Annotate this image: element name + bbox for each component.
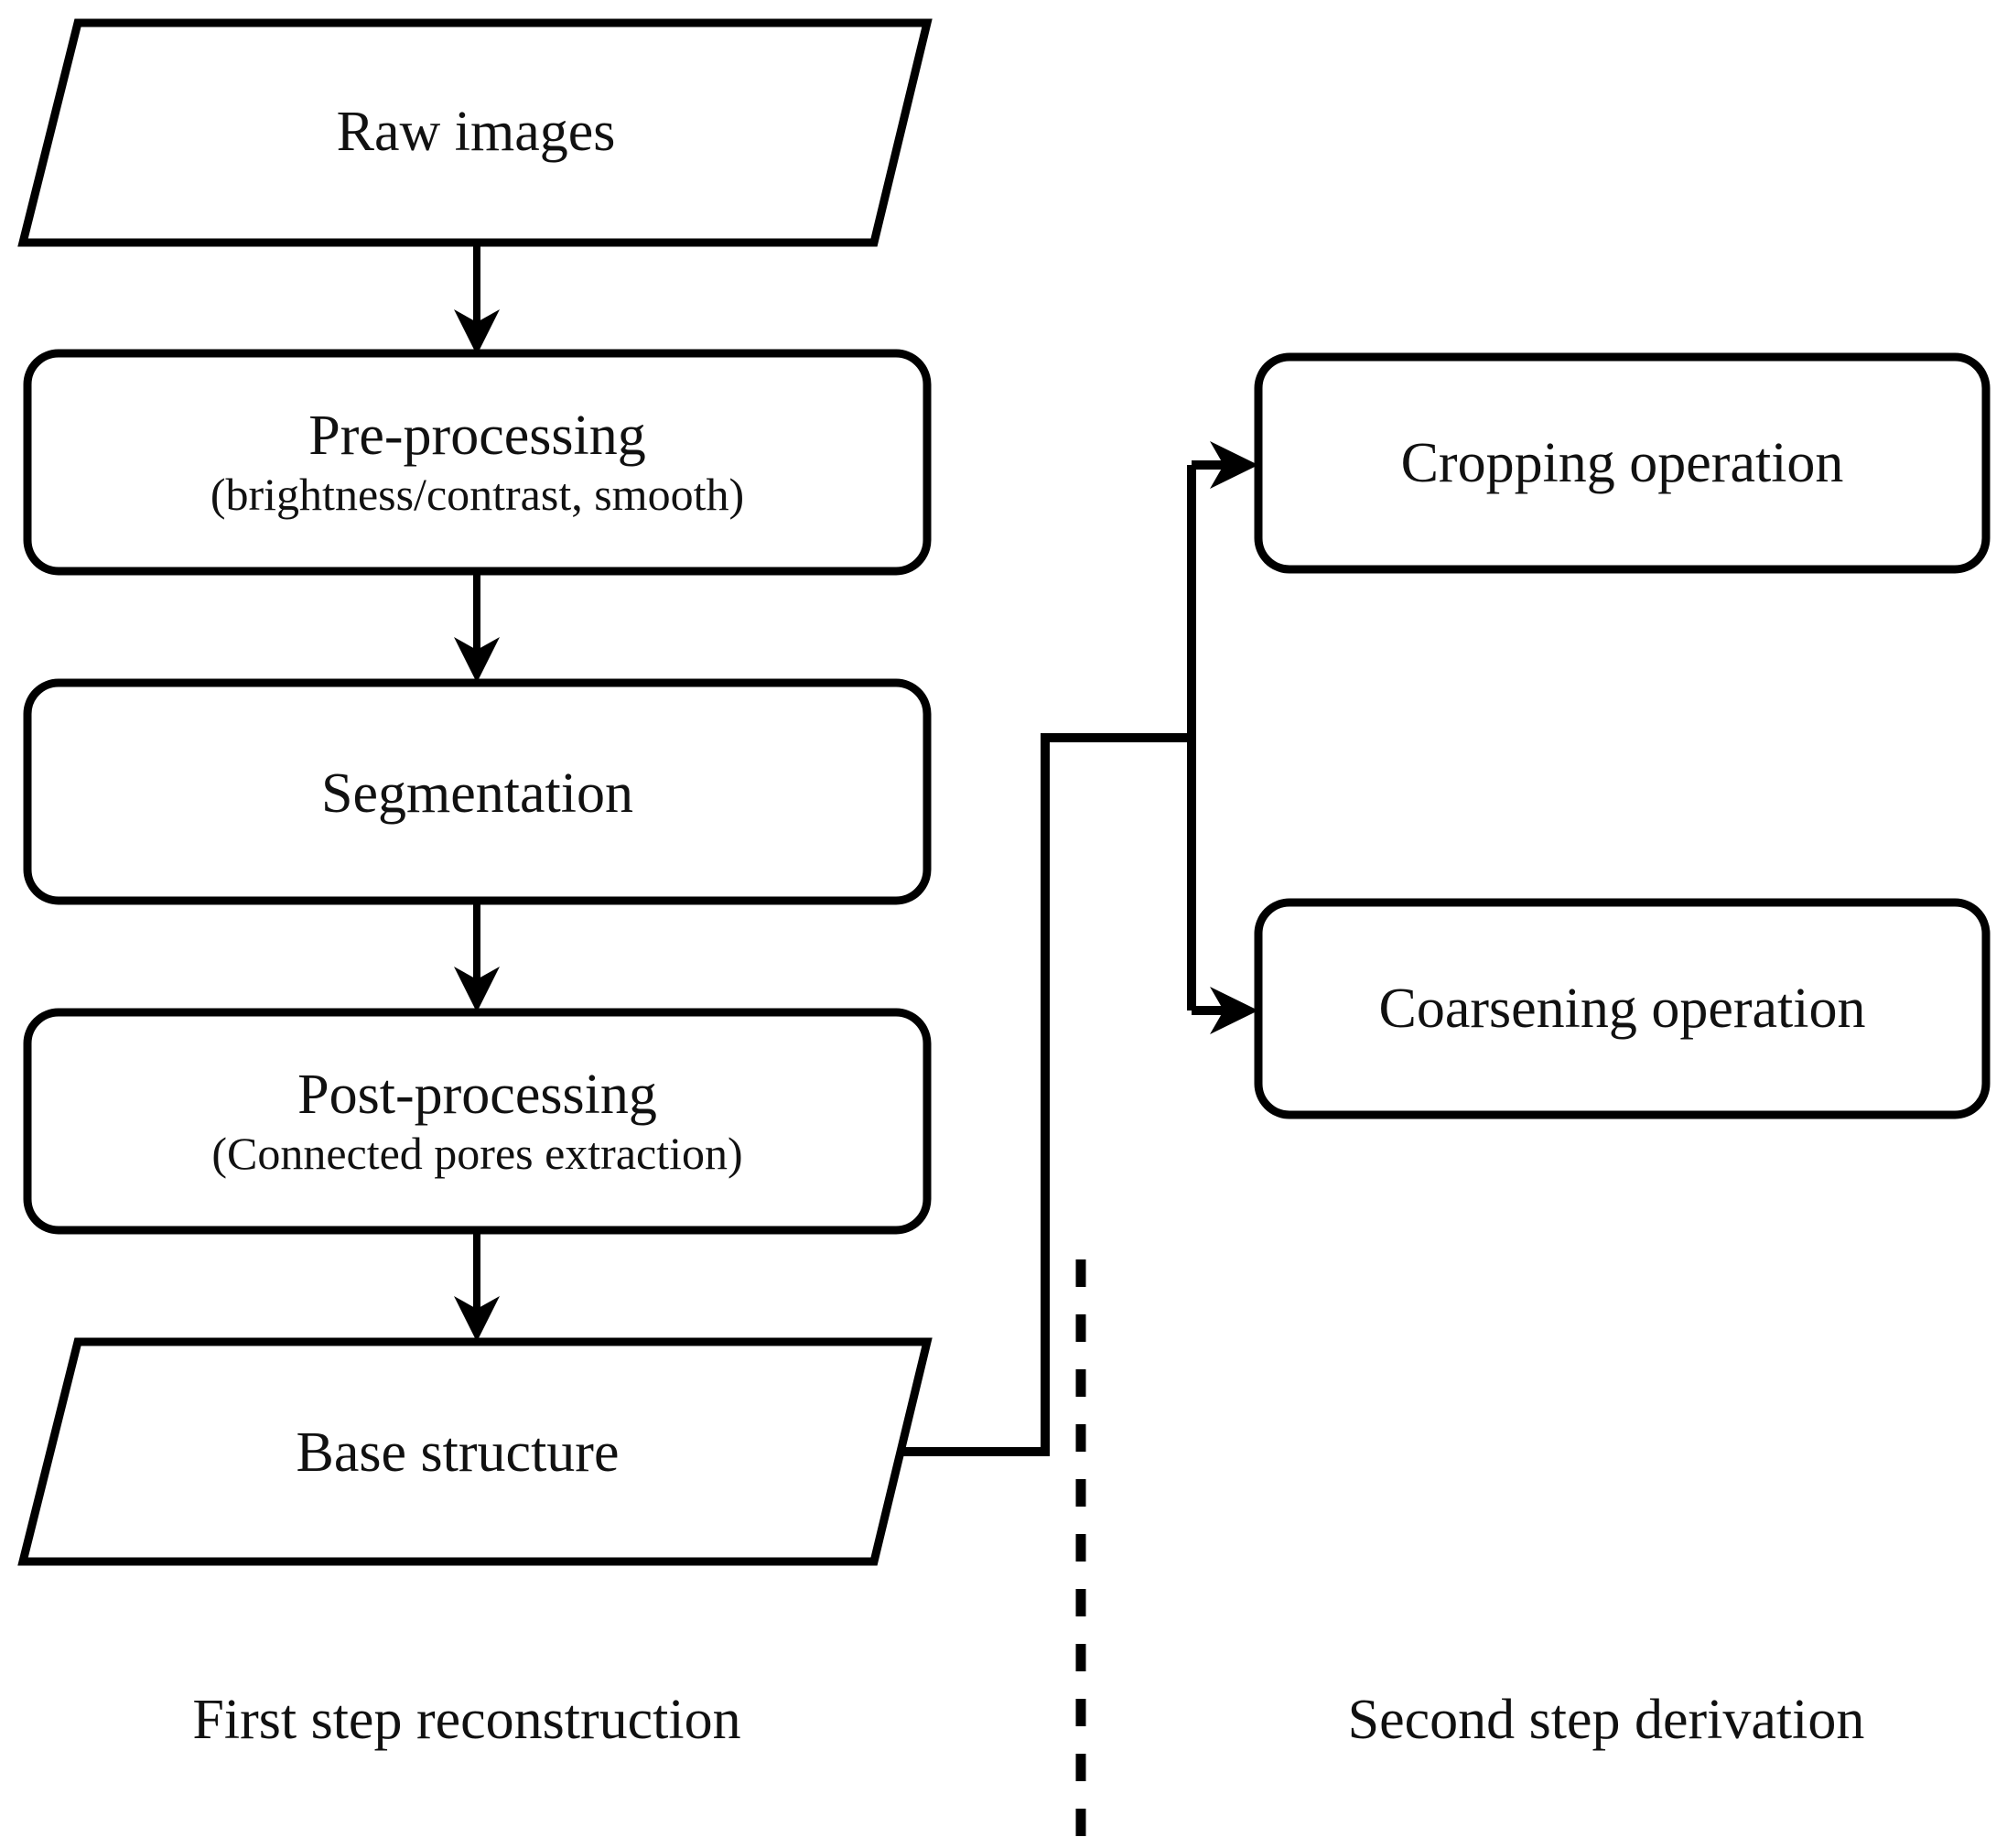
node-pre-processing-label: Pre-processing bbox=[308, 405, 646, 468]
node-segmentation-label: Segmentation bbox=[321, 762, 633, 825]
node-coarsening-operation-shape[interactable] bbox=[1254, 898, 1991, 1119]
node-post-processing-label: Post-processing bbox=[297, 1064, 657, 1127]
node-base-structure-label: Base structure bbox=[296, 1421, 620, 1484]
node-post-processing-label-group: Post-processing (Connected pores extract… bbox=[27, 1012, 927, 1230]
node-post-processing-sublabel: (Connected pores extraction) bbox=[211, 1127, 743, 1179]
edge-pre-to-seg-arrowhead bbox=[454, 637, 500, 683]
edge-raw-to-pre-arrowhead bbox=[454, 309, 500, 355]
node-cropping-operation-label: Cropping operation bbox=[1400, 432, 1844, 494]
edge-seg-to-post-arrowhead bbox=[454, 967, 500, 1012]
node-coarsening-operation-label: Coarsening operation bbox=[1378, 978, 1866, 1040]
edge-post-to-base-arrowhead bbox=[454, 1296, 500, 1342]
node-raw-images-label: Raw images bbox=[336, 101, 616, 163]
node-base-structure-shape[interactable] bbox=[17, 1337, 933, 1566]
edge-branch-to-coarsening-arrowhead bbox=[1210, 987, 1258, 1034]
node-raw-images-shape[interactable] bbox=[17, 18, 933, 247]
node-pre-processing-label-group: Pre-processing (brightness/contrast, smo… bbox=[27, 353, 927, 571]
edge-branch-to-cropping-arrowhead bbox=[1210, 441, 1258, 489]
node-pre-processing-sublabel: (brightness/contrast, smooth) bbox=[210, 468, 745, 520]
section-label-second-step: Second step derivation bbox=[1347, 1689, 1865, 1751]
edge-base-to-branch-trunk bbox=[899, 733, 1192, 1456]
section-label-first-step: First step reconstruction bbox=[192, 1689, 741, 1751]
node-cropping-operation-shape[interactable] bbox=[1254, 352, 1991, 574]
